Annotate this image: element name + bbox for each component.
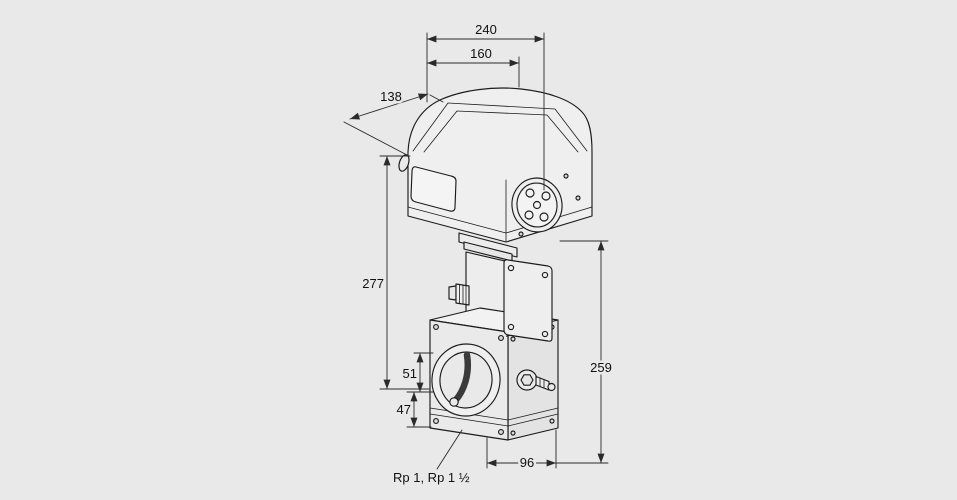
actuator-base-flange — [458, 232, 518, 258]
dim-47-label: 47 — [397, 402, 411, 417]
flange-port — [431, 343, 501, 417]
dim-240-label: 240 — [475, 22, 497, 37]
valve-body — [429, 307, 559, 441]
connection-size-label: Rp 1, Rp 1 ½ — [393, 470, 470, 485]
dimension-labels: 240 160 138 277 259 51 47 96 Rp 1, Rp 1 … — [360, 20, 615, 488]
housing-lid-edge — [412, 102, 588, 152]
dim-277-label: 277 — [362, 276, 384, 291]
actuator-head — [398, 87, 593, 262]
housing-screws — [518, 173, 581, 237]
lever-knob — [449, 397, 459, 407]
connection-leader-line — [436, 429, 463, 470]
dim-259-label: 259 — [590, 360, 612, 375]
display-panel — [410, 166, 457, 212]
dim-51-label: 51 — [403, 366, 417, 381]
side-fitting — [516, 369, 556, 392]
stem-connector — [448, 283, 470, 306]
actuator-housing — [407, 87, 593, 243]
manual-adjustment-knob — [511, 177, 563, 233]
dim-138-label: 138 — [380, 89, 402, 104]
dim-line-138 — [349, 93, 429, 120]
housing-lid-inner-edge — [423, 110, 579, 153]
dimension-annotations — [343, 32, 609, 470]
junction-box — [503, 259, 553, 342]
dim-96-label: 96 — [520, 455, 534, 470]
dim-160-label: 160 — [470, 46, 492, 61]
valve-lever — [451, 351, 471, 405]
